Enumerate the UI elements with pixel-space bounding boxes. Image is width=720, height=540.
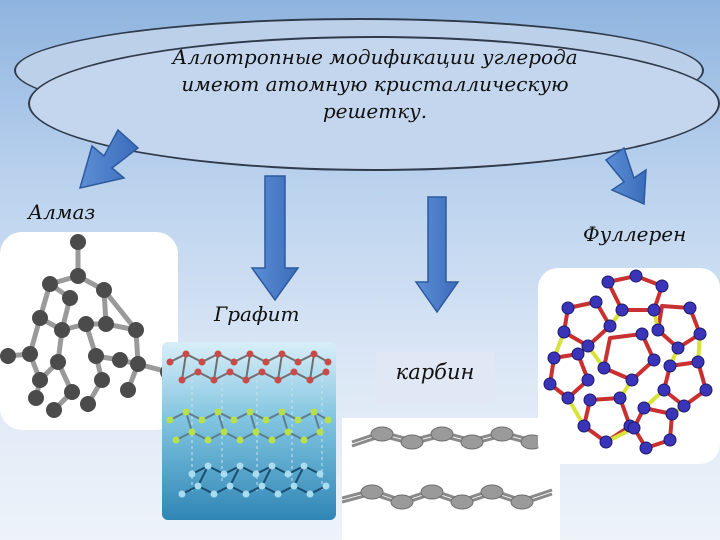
label-diamond: Алмаз — [28, 200, 96, 224]
label-graphite: Графит — [214, 302, 300, 326]
headline-line-1: Аллотропные модификации углерода — [172, 45, 578, 69]
label-carbyne: карбин — [376, 352, 494, 404]
graphite-layers-image — [162, 342, 336, 520]
fullerene-molecule-image — [538, 268, 720, 464]
arrow-left — [78, 128, 140, 190]
diamond-lattice-image — [0, 232, 178, 430]
arrow-graphite — [250, 175, 300, 302]
headline-line-3: решетку. — [322, 99, 428, 123]
header-ellipse — [28, 36, 720, 171]
arrow-carbyne — [414, 196, 460, 314]
headline: Аллотропные модификации углерода имеют а… — [150, 44, 600, 125]
label-fullerene: Фуллерен — [583, 222, 687, 246]
carbyne-chain-image — [342, 418, 560, 540]
headline-line-2: имеют атомную кристаллическую — [181, 72, 569, 96]
arrow-right — [604, 146, 647, 206]
